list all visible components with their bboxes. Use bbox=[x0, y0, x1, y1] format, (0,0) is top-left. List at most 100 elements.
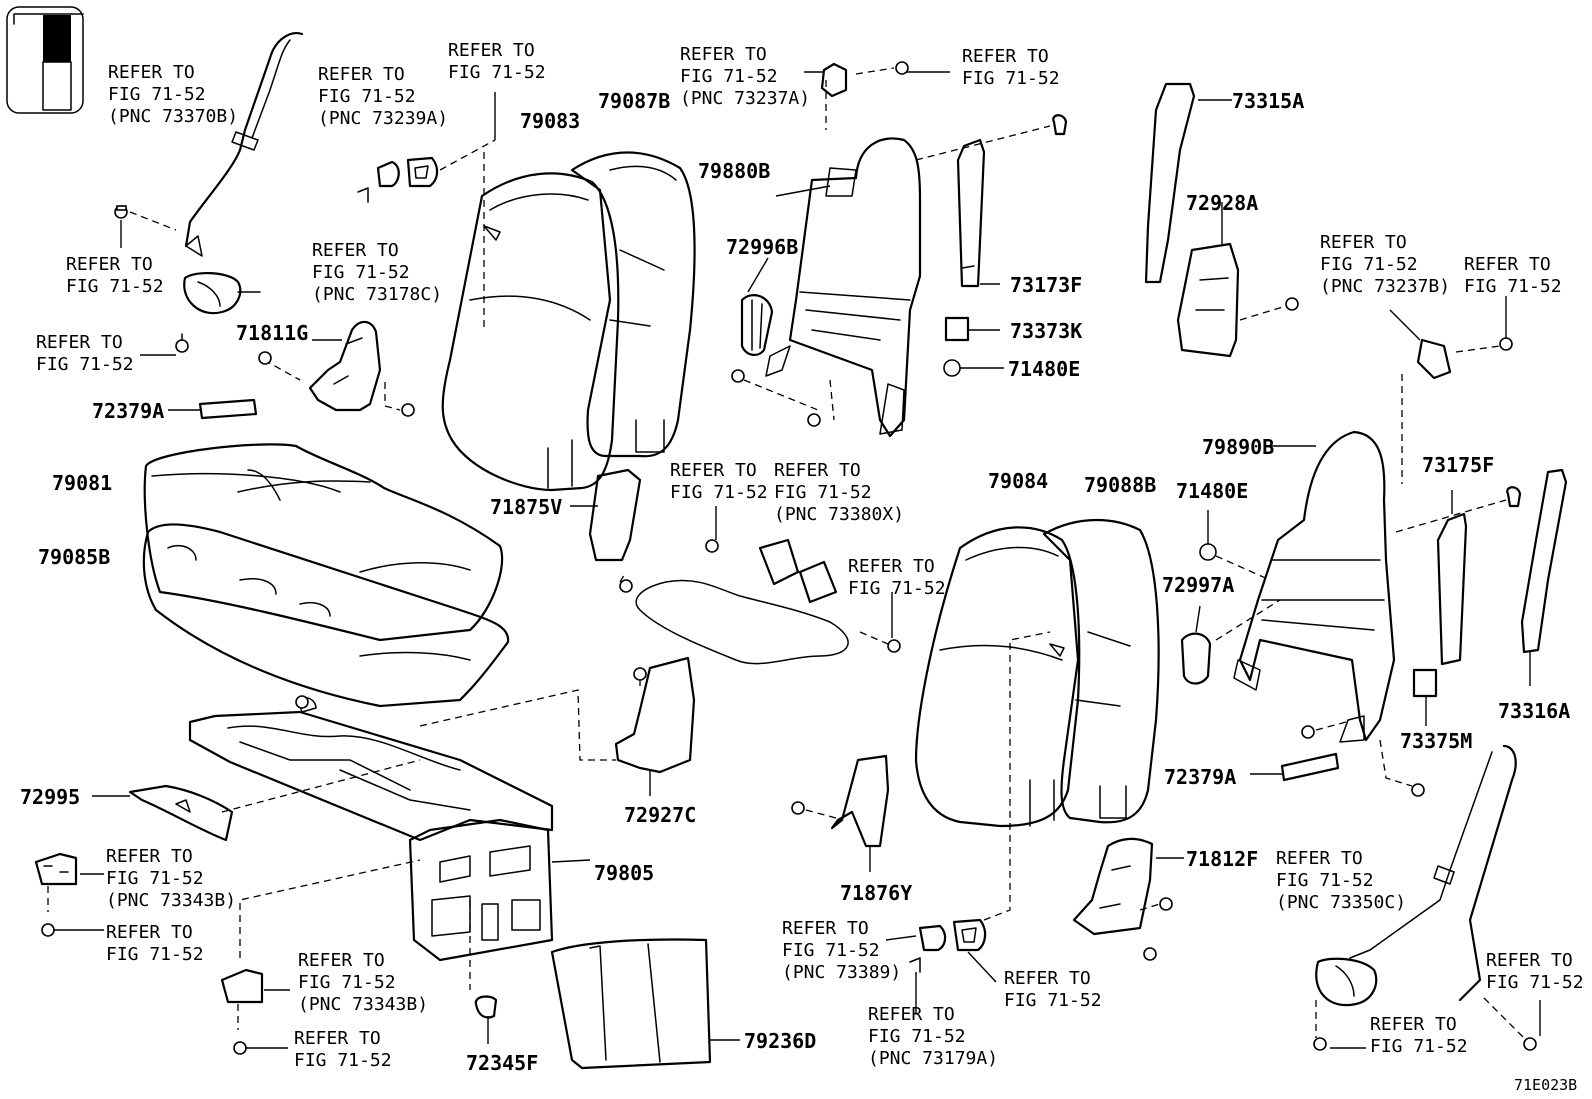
part-label: 79088B bbox=[1084, 473, 1156, 497]
bolt-icon bbox=[140, 333, 189, 356]
svg-text:(PNC 73179A): (PNC 73179A) bbox=[868, 1048, 998, 1069]
svg-text:REFER TO: REFER TO bbox=[66, 254, 153, 275]
svg-text:FIG 71-52: FIG 71-52 bbox=[448, 62, 546, 83]
svg-text:REFER TO: REFER TO bbox=[1464, 254, 1551, 275]
svg-text:FIG 71-52: FIG 71-52 bbox=[670, 482, 768, 503]
svg-text:FIG 71-52: FIG 71-52 bbox=[106, 868, 204, 889]
pocket-79236D bbox=[550, 938, 740, 1070]
trim-71812F bbox=[1072, 837, 1184, 961]
part-label: 72379A bbox=[1164, 765, 1236, 789]
part-label: 71812F bbox=[1186, 847, 1258, 871]
bolt-icon bbox=[731, 369, 835, 427]
refer-callout: REFER TO FIG 71-52 (PNC 73343B) bbox=[298, 950, 428, 1015]
clip-icon bbox=[885, 631, 1051, 1014]
seat-back-pad-79088B bbox=[1042, 518, 1160, 824]
svg-text:REFER TO: REFER TO bbox=[106, 846, 193, 867]
protector-72997A bbox=[1180, 599, 1281, 685]
part-label: 71480E bbox=[1008, 357, 1080, 381]
refer-callout: REFER TO FIG 71-52 (PNC 73343B) bbox=[106, 846, 236, 911]
clip-72345F bbox=[469, 900, 498, 1044]
svg-text:REFER TO: REFER TO bbox=[294, 1028, 381, 1049]
seat-trim-71811G bbox=[258, 320, 415, 417]
part-label: 73315A bbox=[1232, 89, 1304, 113]
svg-text:REFER TO: REFER TO bbox=[1320, 232, 1407, 253]
seat-belt-left bbox=[183, 32, 304, 315]
svg-text:(PNC 73178C): (PNC 73178C) bbox=[312, 284, 442, 305]
seat-frame-79805 bbox=[188, 695, 591, 962]
seat-back-cover-79084 bbox=[914, 526, 1081, 828]
refer-callout: REFER TO FIG 71-52 (PNC 73389) bbox=[782, 918, 901, 983]
svg-text:FIG 71-52: FIG 71-52 bbox=[868, 1026, 966, 1047]
part-label: 72379A bbox=[92, 399, 164, 423]
part-label: 79084 bbox=[988, 469, 1048, 493]
refer-callout: REFER TO FIG 71-52 (PNC 73179A) bbox=[868, 1004, 998, 1069]
refer-callout: REFER TO FIG 71-52 bbox=[448, 40, 546, 83]
svg-text:REFER TO: REFER TO bbox=[106, 922, 193, 943]
part-label: 79236D bbox=[744, 1029, 816, 1053]
refer-callout: REFER TO FIG 71-52 bbox=[294, 1028, 392, 1071]
part-label: 71876Y bbox=[840, 881, 912, 905]
pad-72379A bbox=[1250, 752, 1340, 782]
svg-text:(PNC 73237A): (PNC 73237A) bbox=[680, 88, 810, 109]
cover-73173F bbox=[956, 138, 1000, 288]
seat-cushion-79081 bbox=[143, 443, 504, 642]
clip-71480E bbox=[1199, 510, 1271, 581]
part-label: 71480E bbox=[1176, 479, 1248, 503]
svg-text:FIG 71-52: FIG 71-52 bbox=[848, 578, 946, 599]
part-label: 73175F bbox=[1422, 453, 1494, 477]
seatback-frame-79880B bbox=[765, 61, 1068, 438]
svg-text:REFER TO: REFER TO bbox=[36, 332, 123, 353]
seat-back-cover-79083 bbox=[441, 172, 620, 492]
pad-72379A bbox=[168, 398, 258, 420]
cover-72928A bbox=[1176, 202, 1299, 358]
svg-text:REFER TO: REFER TO bbox=[1486, 950, 1573, 971]
svg-text:FIG 71-52: FIG 71-52 bbox=[1004, 990, 1102, 1011]
refer-callout: REFER TO FIG 71-52 (PNC 73370B) bbox=[108, 62, 238, 127]
svg-text:REFER TO: REFER TO bbox=[1004, 968, 1091, 989]
svg-text:FIG 71-52: FIG 71-52 bbox=[1320, 254, 1418, 275]
refer-callout: REFER TO FIG 71-52 (PNC 73350C) bbox=[1276, 848, 1406, 913]
svg-text:(PNC 73343B): (PNC 73343B) bbox=[106, 890, 236, 911]
part-label: 72345F bbox=[466, 1051, 538, 1075]
refer-callout: REFER TO FIG 71-52 bbox=[1486, 950, 1584, 993]
protector-72996B bbox=[740, 257, 774, 356]
seat-belt-right bbox=[1313, 744, 1541, 1051]
refer-callout: REFER TO FIG 71-52 (PNC 73237B) bbox=[1320, 232, 1450, 297]
part-label: 79085B bbox=[38, 545, 110, 569]
bracket-71876Y bbox=[791, 754, 890, 872]
svg-text:FIG 71-52: FIG 71-52 bbox=[782, 940, 880, 961]
seat-cushion-pad-79085B bbox=[142, 523, 510, 708]
seat-belt-buckle bbox=[635, 506, 901, 665]
refer-callout: REFER TO FIG 71-52 bbox=[670, 460, 768, 503]
svg-text:REFER TO: REFER TO bbox=[962, 46, 1049, 67]
part-label: 73375M bbox=[1400, 729, 1472, 753]
svg-text:REFER TO: REFER TO bbox=[312, 240, 399, 261]
part-label: 73173F bbox=[1010, 273, 1082, 297]
part-label: 72927C bbox=[624, 803, 696, 827]
seat-back-pad-79087B bbox=[570, 151, 696, 458]
refer-callout: REFER TO FIG 71-52 bbox=[1464, 254, 1562, 297]
bracket-71875V bbox=[570, 468, 642, 593]
bolt-icon bbox=[114, 205, 177, 248]
part-label: 79083 bbox=[520, 109, 580, 133]
part-label: 79890B bbox=[1202, 435, 1274, 459]
svg-text:REFER TO: REFER TO bbox=[448, 40, 535, 61]
svg-text:REFER TO: REFER TO bbox=[1276, 848, 1363, 869]
svg-text:FIG 71-52: FIG 71-52 bbox=[298, 972, 396, 993]
svg-text:(PNC 73389): (PNC 73389) bbox=[782, 962, 901, 983]
cover-73316A bbox=[1520, 468, 1568, 686]
svg-text:FIG 71-52: FIG 71-52 bbox=[318, 86, 416, 107]
refer-callout: REFER TO FIG 71-52 bbox=[66, 254, 164, 297]
svg-text:REFER TO: REFER TO bbox=[680, 44, 767, 65]
svg-text:FIG 71-52: FIG 71-52 bbox=[108, 84, 206, 105]
svg-text:REFER TO: REFER TO bbox=[868, 1004, 955, 1025]
svg-text:REFER TO: REFER TO bbox=[298, 950, 385, 971]
svg-text:FIG 71-52: FIG 71-52 bbox=[294, 1050, 392, 1071]
part-label: 72995 bbox=[20, 785, 80, 809]
part-label: 72996B bbox=[726, 235, 798, 259]
part-label: 79087B bbox=[598, 89, 670, 113]
svg-text:REFER TO: REFER TO bbox=[318, 64, 405, 85]
refer-callout: REFER TO FIG 71-52 (PNC 73380X) bbox=[774, 460, 904, 525]
refer-callout: REFER TO FIG 71-52 bbox=[1004, 968, 1102, 1011]
